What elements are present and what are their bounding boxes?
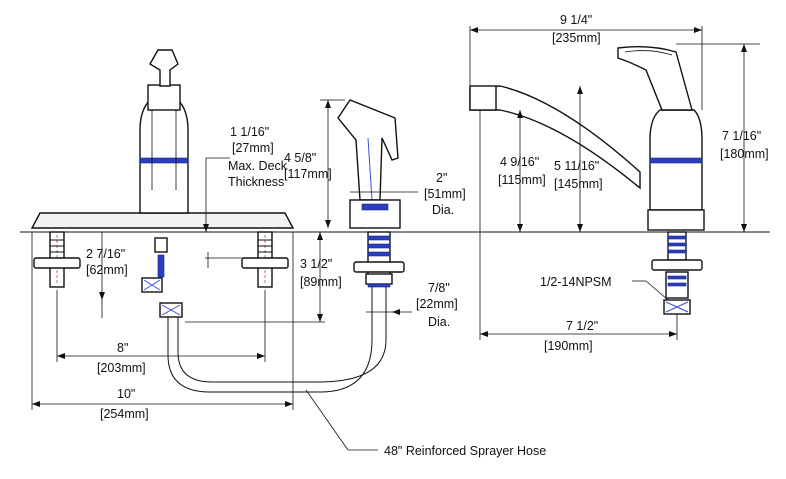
hole-dia-label-2: [22mm] [416, 297, 458, 311]
faucet-body-side [469, 45, 705, 231]
spout-reach-label-2: [235mm] [552, 31, 601, 45]
left-mounting-shank [33, 231, 81, 288]
spout-height-a-label-1: 4 9/16" [500, 155, 539, 169]
sprayer-shank [353, 231, 405, 288]
sprayer-base-label-3: Dia. [432, 203, 454, 217]
overall-height-label-2: [180mm] [720, 147, 769, 161]
shank-depth-label-1: 2 7/16" [86, 247, 125, 261]
sprayer-head [337, 99, 401, 229]
dim-deck-thickness [203, 157, 230, 232]
dim-hole-dia [366, 309, 412, 315]
dim-centers [56, 290, 266, 362]
deck-thickness-label-2: [27mm] [232, 141, 274, 155]
centers-label-1: 8" [117, 341, 128, 355]
deck-thickness-label-1: 1 1/16" [230, 125, 269, 139]
dim-spout-height-a [517, 110, 523, 232]
dim-shank-depth [99, 232, 105, 318]
hose-leader [305, 389, 378, 451]
below-deck-label-1: 3 1/2" [300, 257, 332, 271]
sprayer-height-label-2: [117mm] [284, 167, 332, 181]
deck-thickness-label-3: Max. Deck [228, 159, 288, 173]
dim-overall-height [676, 43, 760, 232]
hole-dia-label-1: 7/8" [428, 281, 450, 295]
base-to-spout-label-2: [190mm] [544, 339, 593, 353]
base-to-spout-label-1: 7 1/2" [566, 319, 598, 333]
right-mounting-shank [241, 231, 289, 288]
sprayer-hose-inner [177, 287, 387, 383]
sprayer-base-label-1: 2" [436, 171, 447, 185]
hose-label: 48" Reinforced Sprayer Hose [384, 444, 546, 458]
overall-height-label-1: 7 1/16" [722, 129, 761, 143]
dim-spout-height-b [577, 86, 583, 232]
dim-below-deck [185, 232, 325, 323]
spout-height-b-label-2: [145mm] [554, 177, 603, 191]
spout-reach-label-1: 9 1/4" [560, 13, 592, 27]
dim-sprayer-height [320, 99, 345, 228]
spout-height-b-label-1: 5 11/16" [554, 159, 599, 173]
dim-spout-reach [469, 26, 703, 110]
faucet-body-front [139, 49, 189, 214]
dim-overall-width [31, 232, 294, 410]
dim-base-to-spout [479, 110, 678, 340]
below-deck-label-2: [89mm] [300, 275, 342, 289]
deck-plate [30, 212, 295, 229]
deck-thickness-label-4: Thickness [228, 175, 284, 189]
sprayer-hose-outer [167, 287, 373, 393]
hole-dia-label-3: Dia. [428, 315, 450, 329]
overall-width-label-2: [254mm] [100, 407, 149, 421]
overall-width-label-1: 10" [117, 387, 135, 401]
thread-label: 1/2-14NPSM [540, 275, 612, 289]
centers-label-2: [203mm] [97, 361, 146, 375]
sprayer-base-label-2: [51mm] [424, 187, 466, 201]
shank-depth-label-2: [62mm] [86, 263, 128, 277]
sprayer-height-label-1: 4 5/8" [284, 151, 316, 165]
thread-leader [632, 280, 669, 301]
side-shank [651, 231, 703, 315]
spout-height-a-label-2: [115mm] [498, 173, 546, 187]
supply-connectors [141, 237, 183, 318]
